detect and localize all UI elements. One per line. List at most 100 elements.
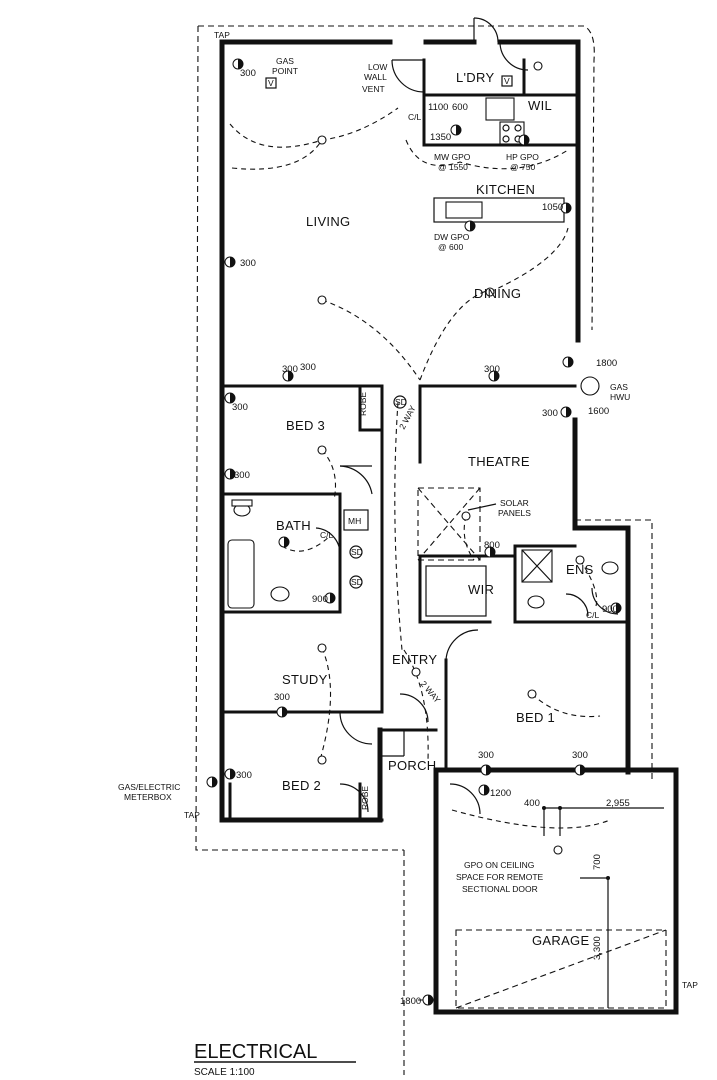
svg-text:400: 400	[524, 798, 540, 809]
room-label-kitchen: KITCHEN	[476, 182, 535, 197]
gas-hwu-label: GAS	[610, 382, 628, 392]
clothes-line-label: C/L	[320, 530, 334, 540]
room-label-ens: ENS	[566, 562, 594, 577]
svg-text:300: 300	[542, 408, 558, 419]
gpo-icon	[278, 536, 290, 548]
drawing-title: ELECTRICAL	[194, 1041, 317, 1063]
robe-label: ROBE	[360, 786, 370, 810]
mw-gpo-label: @ 1550	[438, 162, 468, 172]
gpo-icon	[464, 220, 476, 232]
svg-text:1050: 1050	[542, 202, 563, 213]
room-label-entry: ENTRY	[392, 652, 437, 667]
gas-point-label: GAS	[276, 56, 294, 66]
gpo-icon	[282, 370, 294, 382]
room-label-theatre: THEATRE	[468, 454, 530, 469]
solar-panels-label: SOLAR	[500, 498, 529, 508]
svg-text:2,955: 2,955	[606, 798, 630, 809]
drawing-scale: SCALE 1:100	[194, 1067, 255, 1078]
tap-label: TAP	[682, 980, 698, 990]
room-labels: LIVING L'DRY WIL KITCHEN DINING BED 3 BA…	[276, 70, 594, 948]
gpo-icon	[224, 468, 236, 480]
gas-point-label: POINT	[272, 66, 298, 76]
svg-text:1350: 1350	[430, 132, 451, 143]
exterior-walls	[219, 39, 679, 1015]
manhole-label: MH	[348, 516, 361, 526]
vent-label: LOW	[368, 62, 387, 72]
ceiling-light-icon	[317, 295, 327, 305]
room-label-wil: WIL	[528, 98, 552, 113]
svg-text:300: 300	[300, 362, 316, 373]
gpo-icon	[224, 256, 236, 268]
room-label-bed3: BED 3	[286, 418, 325, 433]
ceiling-light-icon	[317, 445, 327, 455]
smoke-detector-icon: SD	[351, 547, 363, 557]
gpo-icon	[560, 202, 572, 214]
smoke-detector-icon: SD	[351, 577, 363, 587]
power-outlets	[206, 58, 622, 1006]
dw-gpo-label: @ 600	[438, 242, 463, 252]
svg-text:300: 300	[234, 470, 250, 481]
svg-text:1200: 1200	[490, 788, 511, 799]
room-label-garage: GARAGE	[532, 933, 589, 948]
clothes-line-label: C/L	[408, 112, 422, 122]
vent-symbol: V	[504, 76, 510, 86]
svg-text:600: 600	[452, 102, 468, 113]
svg-text:300: 300	[236, 770, 252, 781]
annotations: TAP TAP TAP GAS POINT V LOW WALL VENT V …	[118, 30, 698, 990]
ceiling-light-icon	[317, 135, 327, 145]
gpo-ceiling-label: SPACE FOR REMOTE	[456, 872, 544, 882]
ceiling-light-icon	[575, 555, 585, 565]
room-label-porch: PORCH	[388, 758, 436, 773]
svg-text:300: 300	[240, 258, 256, 269]
gpo-icon	[206, 776, 218, 788]
room-label-wir: WIR	[468, 582, 494, 597]
svg-text:300: 300	[282, 364, 298, 375]
site-boundary	[195, 25, 653, 1075]
svg-text:300: 300	[484, 364, 500, 375]
svg-text:1600: 1600	[588, 406, 609, 417]
gpo-icon	[422, 994, 434, 1006]
robe-label: ROBE	[358, 392, 368, 416]
gpo-ceiling-label: SECTIONAL DOOR	[462, 884, 538, 894]
tap-label: TAP	[184, 810, 200, 820]
light-points	[317, 61, 585, 855]
gpo-icon	[450, 124, 462, 136]
svg-text:300: 300	[240, 68, 256, 79]
meterbox-label: GAS/ELECTRIC	[118, 782, 180, 792]
gpo-icon	[610, 602, 622, 614]
room-label-living: LIVING	[306, 214, 350, 229]
svg-text:800: 800	[484, 540, 500, 551]
room-label-study: STUDY	[282, 672, 328, 687]
garage-dimensions	[542, 806, 664, 1008]
ceiling-light-icon	[317, 755, 327, 765]
room-label-laundry: L'DRY	[456, 70, 494, 85]
hp-gpo-label: HP GPO	[506, 152, 539, 162]
svg-text:1800: 1800	[596, 358, 617, 369]
room-label-bed1: BED 1	[516, 710, 555, 725]
ceiling-light-icon	[533, 61, 543, 71]
gpo-icon	[232, 58, 244, 70]
gpo-icon	[562, 356, 574, 368]
gpo-icon	[560, 406, 572, 418]
drawing-title-block: ELECTRICAL SCALE 1:100	[194, 1041, 356, 1078]
svg-text:300: 300	[478, 750, 494, 761]
gpo-icon	[478, 784, 490, 796]
vent-label: WALL	[364, 72, 387, 82]
fixtures	[227, 97, 667, 1009]
svg-text:300: 300	[572, 750, 588, 761]
height-annotations: 300 1100 600 1350 1050 300 300 300 300 3…	[232, 68, 618, 1007]
gpo-icon	[488, 370, 500, 382]
gpo-icon	[574, 764, 586, 776]
gpo-icon	[484, 546, 496, 558]
mw-gpo-label: MW GPO	[434, 152, 471, 162]
vent-symbol: V	[268, 78, 274, 88]
vent-label: VENT	[362, 84, 385, 94]
gpo-icon	[224, 392, 236, 404]
circuit-lines	[229, 107, 611, 1001]
svg-text:900: 900	[602, 604, 618, 615]
interior-walls	[220, 58, 630, 822]
svg-text:300: 300	[274, 692, 290, 703]
hp-gpo-label: @ 750	[510, 162, 535, 172]
ceiling-light-icon	[553, 845, 563, 855]
